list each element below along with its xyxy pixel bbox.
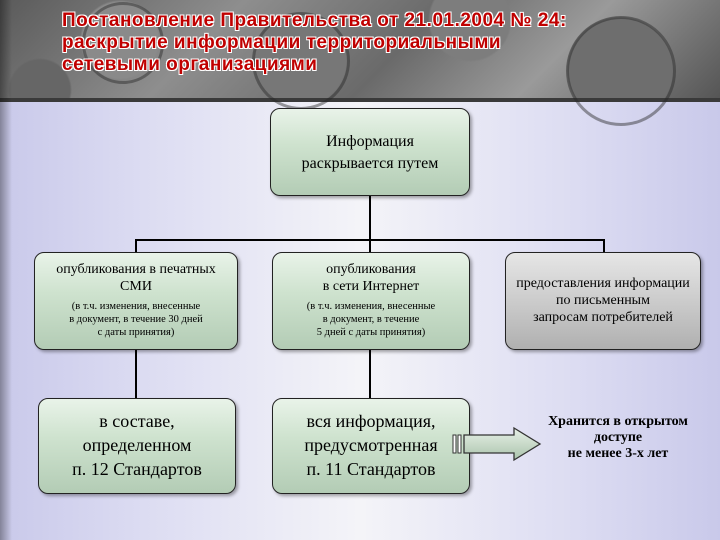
scope-line: в составе,: [99, 411, 175, 431]
title-line: раскрытие информации территориальными: [62, 32, 502, 53]
scope-internet-box: вся информация, предусмотренная п. 11 Ст…: [272, 398, 470, 494]
method-title-line: СМИ: [120, 279, 152, 294]
method-print-media-box: опубликования в печатных СМИ (в т.ч. изм…: [34, 252, 238, 350]
connector-line: [369, 196, 371, 240]
method-title-line: опубликования в печатных: [56, 262, 216, 277]
connector-line: [135, 239, 137, 252]
method-note-line: (в т.ч. изменения, внесенные: [71, 301, 201, 312]
method-internet-box: опубликования в сети Интернет (в т.ч. из…: [272, 252, 470, 350]
title-line: Постановление Правительства от 21.01.200…: [62, 10, 567, 31]
storage-note-line: не менее 3-х лет: [567, 446, 669, 461]
method-note-line: с даты принятия): [97, 327, 175, 338]
method-title: опубликования в печатных СМИ: [35, 253, 237, 295]
left-edge-shadow: [0, 0, 12, 540]
method-title-line: запросам потребителей: [533, 310, 673, 325]
method-note-line: в документ, в течение 30 дней: [69, 314, 203, 325]
root-box-text: раскрывается путем: [301, 155, 439, 172]
connector-line: [369, 239, 371, 252]
method-note-line: в документ, в течение: [322, 314, 420, 325]
scope-line: предусмотренная: [304, 435, 438, 455]
coin-decoration: [82, 2, 164, 84]
method-title-line: по письменным: [556, 293, 650, 308]
right-arrow-icon: [452, 426, 542, 462]
connector-line: [603, 239, 605, 252]
connector-line: [135, 350, 137, 398]
connector-line: [369, 350, 371, 398]
method-title-line: опубликования: [326, 262, 416, 277]
title-line: сетевыми организациями: [62, 54, 318, 75]
header-banner: Постановление Правительства от 21.01.200…: [0, 0, 720, 126]
page-title: Постановление Правительства от 21.01.200…: [62, 10, 702, 76]
coin-decoration: [566, 16, 676, 126]
scope-line: п. 12 Стандартов: [72, 459, 202, 479]
method-written-request-box: предоставления информации по письменным …: [505, 252, 701, 350]
scope-line: определенном: [82, 435, 192, 455]
method-note: (в т.ч. изменения, внесенные в документ,…: [35, 300, 237, 339]
scope-print-box: в составе, определенном п. 12 Стандартов: [38, 398, 236, 494]
method-title: опубликования в сети Интернет: [273, 253, 469, 295]
method-note-line: 5 дней с даты принятия): [316, 327, 426, 338]
method-note: (в т.ч. изменения, внесенные в документ,…: [273, 300, 469, 339]
storage-note-line: Хранится в открытом: [548, 414, 688, 429]
root-box: Информация раскрывается путем: [270, 108, 470, 196]
scope-line: п. 11 Стандартов: [306, 459, 436, 479]
scope-line: вся информация,: [306, 411, 436, 431]
method-title-line: предоставления информации: [516, 276, 690, 291]
storage-note: Хранится в открытом доступе не менее 3-х…: [540, 414, 696, 462]
method-note-line: (в т.ч. изменения, внесенные: [306, 301, 436, 312]
root-box-text: Информация: [326, 133, 414, 150]
method-title-line: в сети Интернет: [322, 279, 420, 294]
storage-note-line: доступе: [593, 430, 643, 445]
